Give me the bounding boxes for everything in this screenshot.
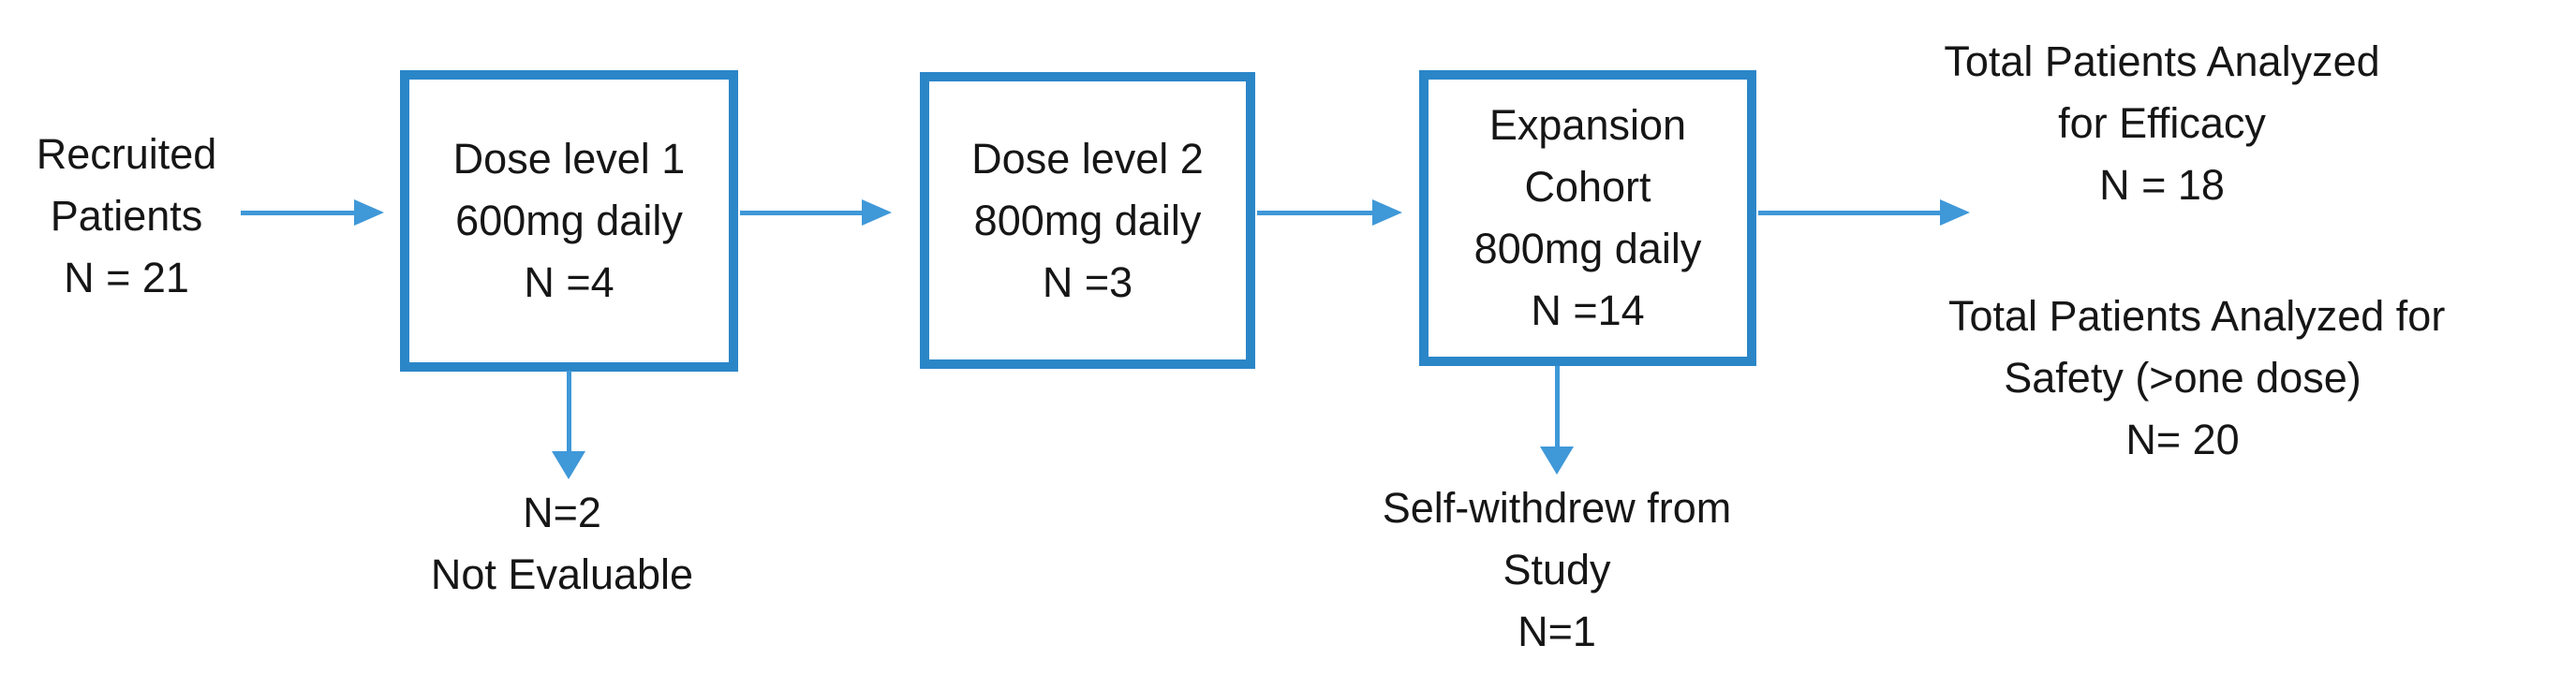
arrow-shaft — [1555, 366, 1560, 448]
arrowhead-right-icon — [1940, 199, 1970, 226]
withdrew-line-2: Study — [1503, 546, 1611, 593]
expansion-dose: 800mg daily — [1473, 225, 1702, 272]
arrowhead-down-icon — [552, 451, 585, 479]
expansion-cohort-box: Expansion Cohort 800mg daily N =14 — [1419, 70, 1756, 366]
efficacy-line-1: Total Patients Analyzed — [1944, 37, 2380, 85]
recruited-line-2: Patients — [50, 192, 203, 240]
arrow-shaft — [740, 211, 864, 215]
arrow-recruited-to-dose1 — [241, 199, 384, 226]
expansion-title-1: Expansion — [1488, 101, 1687, 149]
efficacy-count: N = 18 — [2099, 161, 2225, 209]
arrow-shaft — [1758, 211, 1942, 215]
recruited-line-1: Recruited — [36, 130, 217, 178]
arrow-expansion-to-withdrew — [1540, 366, 1574, 475]
arrow-shaft — [1257, 211, 1374, 215]
withdrew-count: N=1 — [1517, 608, 1596, 655]
arrowhead-right-icon — [1372, 199, 1402, 226]
arrow-shaft — [567, 371, 571, 453]
dose1-dose: 600mg daily — [455, 197, 683, 244]
arrowhead-right-icon — [354, 199, 384, 226]
safety-count: N= 20 — [2125, 416, 2240, 463]
dose1-title: Dose level 1 — [452, 135, 686, 183]
expansion-count: N =14 — [1531, 286, 1645, 334]
expansion-title-2: Cohort — [1524, 163, 1651, 211]
dose-level-1-box: Dose level 1 600mg daily N =4 — [400, 70, 738, 372]
safety-line-1: Total Patients Analyzed for — [1948, 292, 2446, 340]
not-evaluable-count: N=2 — [523, 489, 601, 536]
arrow-dose1-to-dose2 — [740, 199, 892, 226]
not-evaluable-label: N=2 Not Evaluable — [375, 482, 749, 606]
not-evaluable-text: Not Evaluable — [430, 550, 694, 598]
arrow-shaft — [241, 211, 356, 215]
self-withdrew-label: Self-withdrew from Study N=1 — [1346, 477, 1768, 663]
arrow-dose1-to-not-evaluable — [552, 371, 585, 479]
dose2-title: Dose level 2 — [971, 134, 1204, 183]
efficacy-total-label: Total Patients Analyzed for Efficacy N =… — [1928, 31, 2396, 216]
arrowhead-down-icon — [1540, 447, 1574, 475]
withdrew-line-1: Self-withdrew from — [1382, 484, 1732, 532]
safety-total-label: Total Patients Analyzed for Safety (>one… — [1948, 286, 2446, 471]
arrow-expansion-to-analysis — [1758, 199, 1970, 226]
arrow-dose2-to-expansion — [1257, 199, 1402, 226]
dose1-count: N =4 — [524, 258, 614, 306]
recruited-count: N = 21 — [64, 254, 189, 301]
efficacy-line-2: for Efficacy — [2058, 99, 2266, 147]
dose2-dose: 800mg daily — [973, 196, 1202, 244]
dose2-count: N =3 — [1042, 257, 1133, 306]
arrowhead-right-icon — [862, 199, 892, 226]
dose-level-2-box: Dose level 2 800mg daily N =3 — [920, 72, 1255, 369]
recruited-patients-label: Recruited Patients N = 21 — [9, 124, 244, 309]
safety-line-2: Safety (>one dose) — [2004, 354, 2361, 402]
